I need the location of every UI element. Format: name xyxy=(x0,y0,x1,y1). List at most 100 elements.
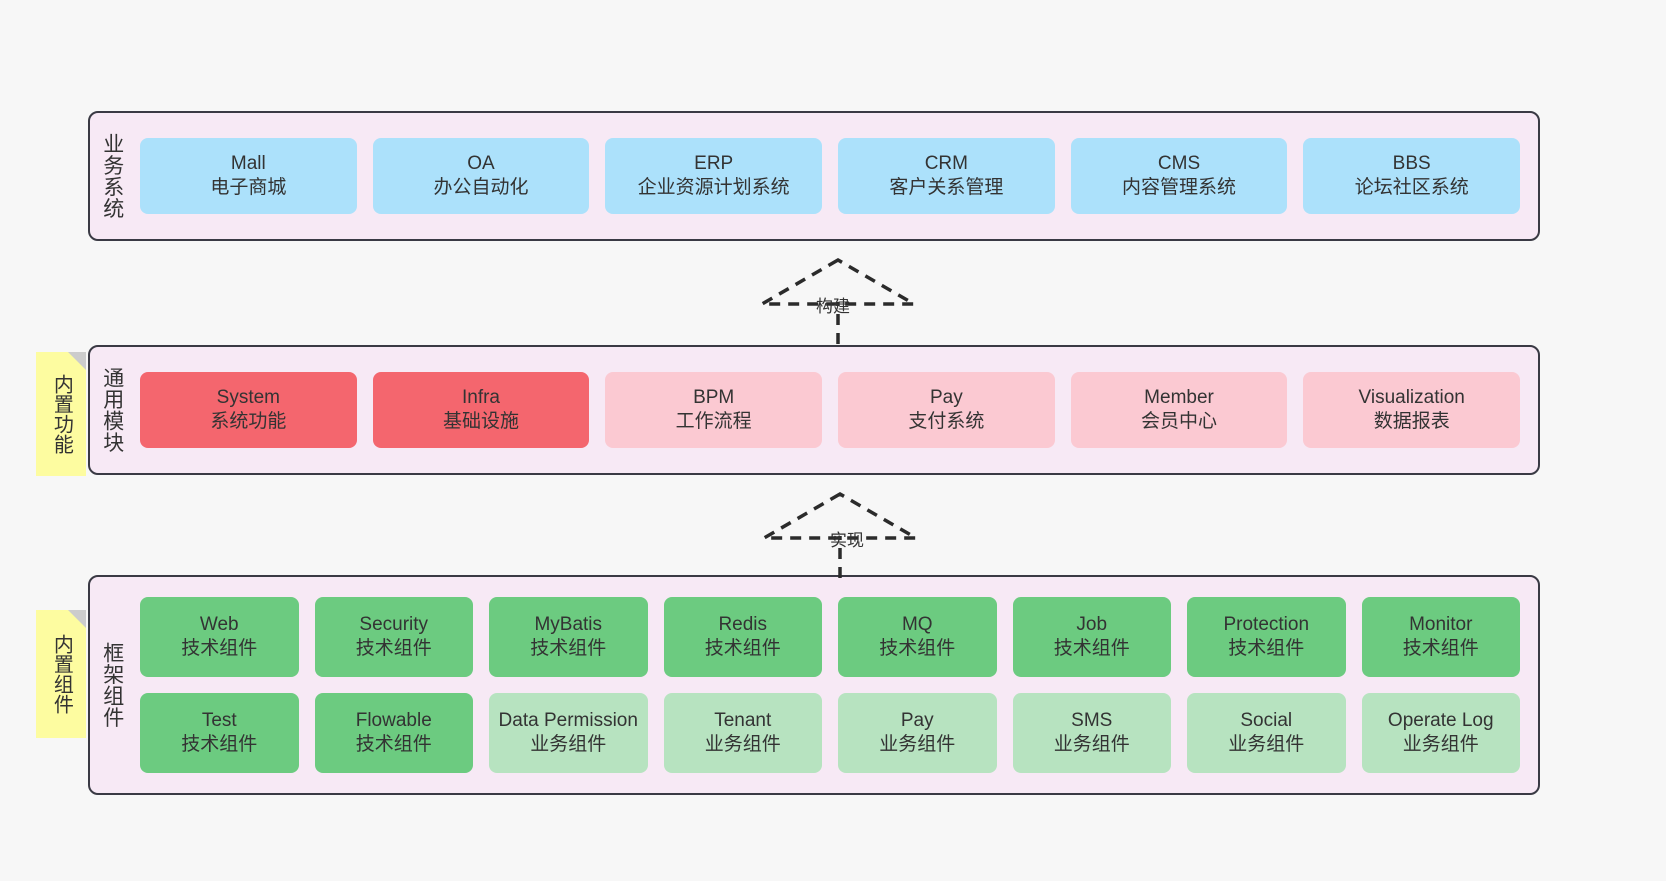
framework-card-row-1: Web 技术组件 Security 技术组件 MyBatis 技术组件 Redi… xyxy=(140,597,1520,677)
card-redis-name: Redis xyxy=(718,613,768,635)
card-bbs[interactable]: BBS 论坛社区系统 xyxy=(1303,138,1521,214)
card-bpm-name: BPM xyxy=(693,386,735,408)
layer-common-title: 通用模块 xyxy=(100,367,124,453)
note-builtin-functions: 内置功能 xyxy=(36,352,86,476)
card-mq-name: MQ xyxy=(901,613,933,635)
card-oa-name: OA xyxy=(467,152,495,174)
connector-build: 构建 xyxy=(748,256,928,352)
card-infra-name: Infra xyxy=(461,386,501,408)
card-erp-desc: 企业资源计划系统 xyxy=(637,177,790,198)
card-system-name: System xyxy=(216,386,281,408)
layer-business-body: Mall 电子商城 OA 办公自动化 ERP 企业资源计划系统 CRM 客户关系… xyxy=(134,113,1538,239)
card-job-name: Job xyxy=(1076,613,1108,635)
card-crm[interactable]: CRM 客户关系管理 xyxy=(838,138,1055,214)
note-builtin-functions-label: 内置功能 xyxy=(50,374,73,454)
card-mybatis[interactable]: MyBatis 技术组件 xyxy=(489,597,648,677)
connector-build-label: 构建 xyxy=(816,297,850,316)
card-oa-desc: 办公自动化 xyxy=(433,177,529,198)
card-cms-desc: 内容管理系统 xyxy=(1122,177,1237,198)
note-builtin-components-label: 内置组件 xyxy=(50,634,73,714)
card-test-name: Test xyxy=(201,709,237,731)
card-operate-log[interactable]: Operate Log 业务组件 xyxy=(1361,693,1520,773)
card-mybatis-name: MyBatis xyxy=(534,613,603,635)
layer-common-modules: 通用模块 System 系统功能 Infra 基础设施 BPM 工作流程 Pay… xyxy=(88,345,1540,475)
layer-framework-body: Web 技术组件 Security 技术组件 MyBatis 技术组件 Redi… xyxy=(134,577,1538,793)
card-security[interactable]: Security 技术组件 xyxy=(314,597,473,677)
card-job[interactable]: Job 技术组件 xyxy=(1012,597,1171,677)
card-visualization-desc: 数据报表 xyxy=(1373,411,1450,432)
card-pay-component-name: Pay xyxy=(900,709,934,731)
layer-framework-title: 框架组件 xyxy=(100,642,124,728)
connector-implement: 实现 xyxy=(757,490,942,586)
card-crm-name: CRM xyxy=(924,152,968,174)
card-data-permission-name: Data Permission xyxy=(498,709,638,731)
card-operate-log-desc: 业务组件 xyxy=(1402,734,1479,755)
card-monitor-name: Monitor xyxy=(1409,613,1473,635)
business-card-row: Mall 电子商城 OA 办公自动化 ERP 企业资源计划系统 CRM 客户关系… xyxy=(140,138,1521,214)
card-job-desc: 技术组件 xyxy=(1053,638,1130,659)
layer-framework-components: 框架组件 Web 技术组件 Security 技术组件 MyBatis 技术组件… xyxy=(88,575,1540,795)
card-sms-name: SMS xyxy=(1071,709,1113,731)
layer-business-systems: 业务系统 Mall 电子商城 OA 办公自动化 ERP 企业资源计划系统 CRM… xyxy=(88,111,1540,241)
card-cms-name: CMS xyxy=(1157,152,1201,174)
card-oa[interactable]: OA 办公自动化 xyxy=(372,138,590,214)
connector-implement-label: 实现 xyxy=(830,531,864,550)
card-pay-module-desc: 支付系统 xyxy=(908,411,985,432)
card-security-name: Security xyxy=(359,613,429,635)
card-tenant[interactable]: Tenant 业务组件 xyxy=(663,693,822,773)
note-builtin-components: 内置组件 xyxy=(36,610,86,738)
card-mybatis-desc: 技术组件 xyxy=(530,638,607,659)
card-erp[interactable]: ERP 企业资源计划系统 xyxy=(605,138,823,214)
card-tenant-name: Tenant xyxy=(714,709,772,731)
card-member[interactable]: Member 会员中心 xyxy=(1070,372,1288,448)
card-system[interactable]: System 系统功能 xyxy=(140,372,357,448)
card-infra[interactable]: Infra 基础设施 xyxy=(372,372,590,448)
card-sms-desc: 业务组件 xyxy=(1053,734,1130,755)
card-social-desc: 业务组件 xyxy=(1228,734,1305,755)
layer-business-title: 业务系统 xyxy=(100,133,124,219)
card-pay-module[interactable]: Pay 支付系统 xyxy=(838,372,1055,448)
card-redis[interactable]: Redis 技术组件 xyxy=(663,597,822,677)
card-social-name: Social xyxy=(1240,709,1293,731)
card-test-desc: 技术组件 xyxy=(181,734,258,755)
card-cms[interactable]: CMS 内容管理系统 xyxy=(1070,138,1288,214)
card-pay-component-desc: 业务组件 xyxy=(879,734,956,755)
card-protection-desc: 技术组件 xyxy=(1228,638,1305,659)
card-bpm[interactable]: BPM 工作流程 xyxy=(605,372,823,448)
card-bbs-desc: 论坛社区系统 xyxy=(1354,177,1469,198)
connector-build-arrowhead xyxy=(755,257,921,306)
card-web-desc: 技术组件 xyxy=(181,638,258,659)
card-data-permission[interactable]: Data Permission 业务组件 xyxy=(489,693,648,773)
card-web[interactable]: Web 技术组件 xyxy=(140,597,299,677)
card-infra-desc: 基础设施 xyxy=(443,411,520,432)
card-monitor[interactable]: Monitor 技术组件 xyxy=(1361,597,1520,677)
card-mall-desc: 电子商城 xyxy=(210,177,287,198)
card-tenant-desc: 业务组件 xyxy=(704,734,781,755)
card-pay-module-name: Pay xyxy=(929,386,963,408)
card-operate-log-name: Operate Log xyxy=(1387,709,1494,731)
card-mall[interactable]: Mall 电子商城 xyxy=(140,138,357,214)
card-test[interactable]: Test 技术组件 xyxy=(140,693,299,773)
card-redis-desc: 技术组件 xyxy=(704,638,781,659)
card-flowable[interactable]: Flowable 技术组件 xyxy=(314,693,473,773)
card-visualization[interactable]: Visualization 数据报表 xyxy=(1303,372,1521,448)
card-mq[interactable]: MQ 技术组件 xyxy=(838,597,997,677)
card-web-name: Web xyxy=(199,613,239,635)
card-flowable-desc: 技术组件 xyxy=(355,734,432,755)
card-sms[interactable]: SMS 业务组件 xyxy=(1012,693,1171,773)
card-mall-name: Mall xyxy=(230,152,266,174)
card-security-desc: 技术组件 xyxy=(355,638,432,659)
card-social[interactable]: Social 业务组件 xyxy=(1187,693,1346,773)
card-system-desc: 系统功能 xyxy=(210,411,287,432)
card-visualization-name: Visualization xyxy=(1358,386,1465,408)
card-protection[interactable]: Protection 技术组件 xyxy=(1187,597,1346,677)
card-erp-name: ERP xyxy=(694,152,734,174)
card-flowable-name: Flowable xyxy=(355,709,432,731)
card-mq-desc: 技术组件 xyxy=(879,638,956,659)
card-data-permission-desc: 业务组件 xyxy=(530,734,607,755)
connector-implement-arrowhead xyxy=(757,491,923,540)
layer-common-body: System 系统功能 Infra 基础设施 BPM 工作流程 Pay 支付系统… xyxy=(134,347,1538,473)
card-bbs-name: BBS xyxy=(1392,152,1431,174)
card-pay-component[interactable]: Pay 业务组件 xyxy=(838,693,997,773)
